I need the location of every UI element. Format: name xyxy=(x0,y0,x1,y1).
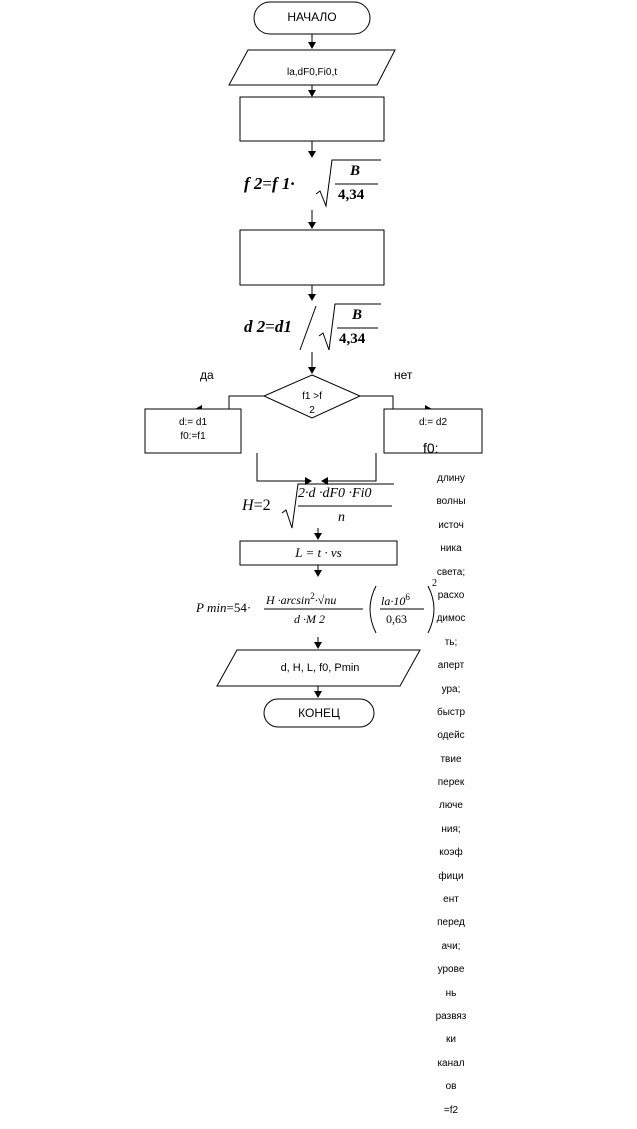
side-note-word: димос xyxy=(436,613,466,625)
formula-H-coef: 2 xyxy=(262,497,271,514)
decision-condition-line2: 2 xyxy=(309,405,315,416)
formula-P-paren-num: la·106 xyxy=(381,592,410,609)
side-note-word: =f2 xyxy=(443,1104,459,1116)
side-note-word: канал xyxy=(437,1057,465,1069)
side-note-word: ура; xyxy=(441,683,461,695)
end-label: КОНЕЦ xyxy=(298,706,340,720)
formula-P-paren-num-main: la·10 xyxy=(381,594,406,608)
formula-f2-den: 4,34 xyxy=(338,187,365,203)
decision-label-no: нет xyxy=(394,368,413,382)
side-note-word: ть; xyxy=(444,636,458,648)
output-parallelogram xyxy=(216,649,421,687)
formula-P-paren-den: 0,63 xyxy=(386,612,407,626)
input-label: la,dF0,Fi0,t xyxy=(286,67,338,78)
side-note-word: быстр xyxy=(436,706,466,718)
formula-d2-coef: d1 xyxy=(274,317,292,336)
formula-f2-lhs: f 2 xyxy=(244,174,263,193)
side-note-word: ов xyxy=(445,1081,457,1093)
formula-d2: d 2=d1 xyxy=(244,317,292,336)
side-note-word: аперт xyxy=(437,660,465,672)
formula-H-den: n xyxy=(338,510,345,525)
side-note-word: перед xyxy=(437,917,465,929)
side-note-word: твие xyxy=(440,753,462,765)
side-notes-words: длину волны источ ника света; расхо димос ть; ап… xyxy=(425,467,477,1122)
paren-left xyxy=(369,585,377,634)
side-note-word: нь xyxy=(445,987,457,999)
side-note-word: источ xyxy=(438,519,464,531)
formula-P-num: H ·arcsin2·√nu xyxy=(266,591,336,608)
start-label: НАЧАЛО xyxy=(287,10,337,24)
decision-label-yes: да xyxy=(200,368,214,382)
formula-P-paren-exp: 6 xyxy=(405,592,410,602)
side-note-word: волны xyxy=(436,496,466,508)
decision-diamond xyxy=(262,374,362,419)
slash xyxy=(299,305,317,351)
process-box-L xyxy=(239,540,398,566)
formula-P-exp: 2 xyxy=(310,591,315,601)
side-note-word: одейс xyxy=(437,730,465,742)
no-assign-box xyxy=(383,408,483,454)
formula-P-lhs: P min xyxy=(196,600,227,615)
formula-d2-num: B xyxy=(352,307,363,323)
formula-P-coef: 54· xyxy=(233,600,252,615)
decision-condition-line1: f1 >f xyxy=(302,391,322,402)
no-branch-line xyxy=(360,395,432,413)
formula-f2-num: B xyxy=(350,163,361,179)
output-label: d, H, L, f0, Pmin xyxy=(280,662,360,674)
formula-f2-coef: f 1· xyxy=(272,174,295,193)
radical-sign xyxy=(315,159,381,208)
merge-line-right xyxy=(321,453,377,485)
radical-sign xyxy=(281,483,394,529)
side-note-word: коэф xyxy=(439,847,463,859)
formula-H: H=2 xyxy=(242,497,271,514)
formula-P-num-main: H ·arcsin xyxy=(266,593,311,607)
formula-P: P min=54· xyxy=(196,600,252,615)
formula-P-num-tail: ·√nu xyxy=(314,593,337,607)
side-note-word: длину xyxy=(437,473,465,484)
side-note-word: света; xyxy=(436,566,466,578)
formula-d2-den: 4,34 xyxy=(339,331,366,347)
formula-H-lhs: H xyxy=(242,497,254,514)
process-box-empty xyxy=(239,229,385,286)
side-note-word: фици xyxy=(438,870,464,882)
side-note-word: перек xyxy=(437,777,465,789)
side-note-word: ния; xyxy=(441,823,461,835)
yes-branch-line xyxy=(195,395,264,413)
side-note-word: лючe xyxy=(439,800,463,812)
formula-d2-lhs: d 2 xyxy=(244,317,266,336)
yes-box-line2: f0:=f1 xyxy=(180,431,206,442)
end-terminal xyxy=(263,698,375,728)
yes-box-line1: d:= d1 xyxy=(178,417,208,428)
side-note-word: расхо xyxy=(437,589,465,601)
process-box-empty xyxy=(239,96,385,142)
paren-right xyxy=(427,585,435,634)
merge-line-left xyxy=(256,453,312,485)
side-note-word: ент xyxy=(443,894,459,906)
side-note-word: урове xyxy=(437,964,465,976)
formula-P-den: d ·M 2 xyxy=(294,612,325,626)
side-note-word: ки xyxy=(446,1034,456,1046)
yes-assign-box xyxy=(144,408,242,454)
side-note-word: ачи; xyxy=(441,940,461,952)
formula-H-num: 2·d ·dF0 ·Fi0 xyxy=(298,486,372,501)
formula-L: L = t · vs xyxy=(295,545,342,560)
side-notes-head: f0: xyxy=(423,440,439,456)
side-note-word: развяз xyxy=(435,1010,467,1022)
side-note-word: ника xyxy=(440,543,462,555)
no-box-line1: d:= d2 xyxy=(418,417,448,428)
input-parallelogram xyxy=(228,49,396,86)
formula-P-outer-exp: 2 xyxy=(432,578,437,589)
radical-sign xyxy=(318,303,381,351)
formula-f2: f 2=f 1· xyxy=(244,174,295,193)
